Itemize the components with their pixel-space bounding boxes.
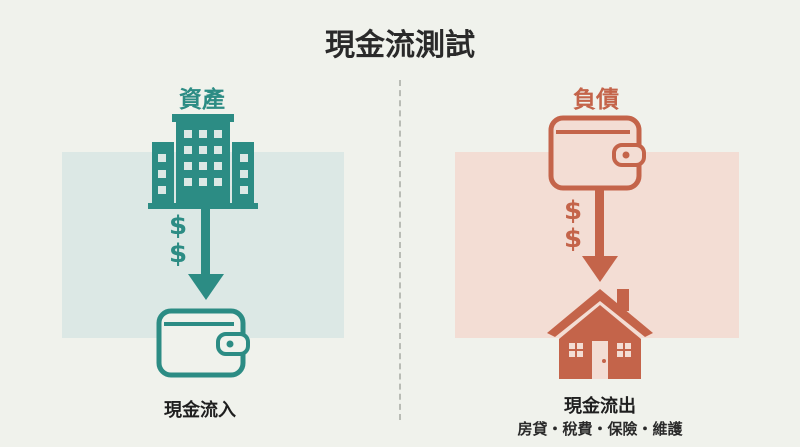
outflow-subcaption: 房貸・稅費・保險・維護 <box>517 420 683 438</box>
liabilities-label: 負債 <box>573 87 619 113</box>
outflow-arrow <box>582 190 618 282</box>
page-title: 現金流測試 <box>325 28 475 63</box>
assets-label: 資產 <box>179 87 225 113</box>
center-divider <box>399 80 401 420</box>
wallet-icon <box>156 308 250 378</box>
outflow-caption: 現金流出 <box>564 396 636 417</box>
inflow-caption: 現金流入 <box>164 400 236 421</box>
dollar-signs-left: $$ <box>168 211 188 269</box>
inflow-arrow <box>188 208 224 300</box>
building-icon <box>148 114 258 209</box>
house-icon <box>547 289 653 379</box>
dollar-signs-right: $$ <box>563 196 583 254</box>
wallet-icon-liability <box>548 115 646 191</box>
